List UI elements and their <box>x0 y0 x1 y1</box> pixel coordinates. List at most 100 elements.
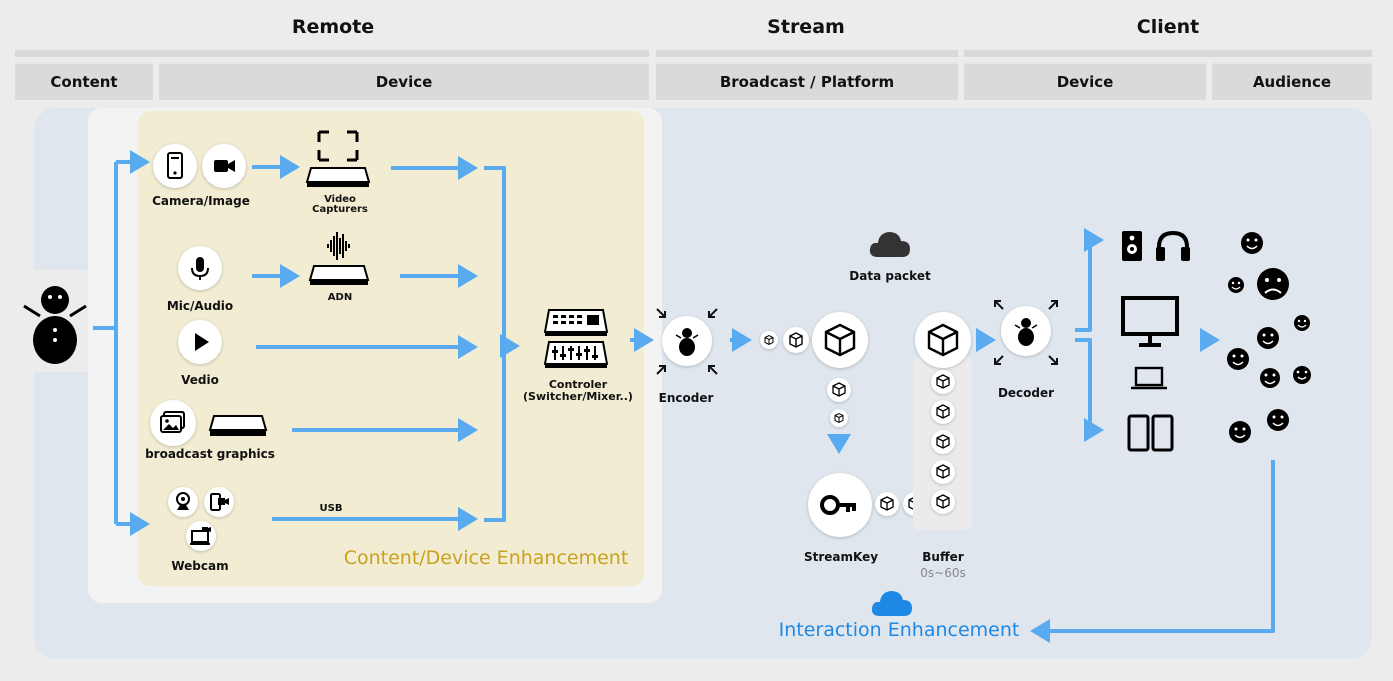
controller-switcher-icon <box>543 309 609 368</box>
streamkey-label: StreamKey <box>803 550 879 564</box>
snowman-encoder-icon <box>675 328 699 356</box>
webcam-circle-3 <box>186 521 216 551</box>
section-bar-client <box>964 50 1372 57</box>
box-icon <box>936 464 950 479</box>
smiley-face-icon <box>1260 368 1280 388</box>
broadcast-graphics-label: broadcast graphics <box>145 447 275 461</box>
snowman-decoder-icon <box>1014 318 1038 346</box>
graphics-circle <box>150 400 196 446</box>
mic-circle <box>178 246 222 290</box>
column-header-content: Content <box>15 62 153 100</box>
column-header-broadcast: Broadcast / Platform <box>656 62 958 100</box>
webcam-circle-1 <box>168 487 198 517</box>
box-icon <box>936 404 950 419</box>
buffer-packet-5 <box>931 490 955 514</box>
smiley-face-icon <box>1227 348 1249 370</box>
box-icon <box>936 434 950 449</box>
smiley-face-icon <box>1267 409 1289 431</box>
encoder-circle <box>662 316 712 366</box>
controller-label-line2: (Switcher/Mixer..) <box>523 390 633 403</box>
data-packet-label: Data packet <box>849 269 931 283</box>
encoder-arrows <box>656 308 718 375</box>
box-icon <box>880 496 894 511</box>
webcam-circle-2 <box>204 487 234 517</box>
video-camera-icon <box>214 160 235 172</box>
section-title-remote: Remote <box>291 16 375 38</box>
audience-faces <box>1227 232 1311 443</box>
video-play-circle <box>178 320 222 364</box>
video-capturer-label-line1: Video <box>324 194 356 205</box>
buffer-packet-4 <box>931 460 955 484</box>
mic-audio-label: Mic/Audio <box>166 299 234 313</box>
smiley-face-icon <box>1294 315 1310 331</box>
buffer-range-label: 0s~60s <box>920 566 966 580</box>
webcam-icon <box>176 492 190 510</box>
smiley-face-icon <box>1228 277 1244 293</box>
camera-device-circle <box>153 144 197 188</box>
buffer-packet-2 <box>931 400 955 424</box>
package-icon <box>824 323 856 357</box>
column-header-device-client: Device <box>964 62 1206 100</box>
cloud-icon <box>869 232 910 257</box>
packet-down-1 <box>827 378 851 402</box>
packet-key-1 <box>875 492 899 516</box>
section-title-client: Client <box>1136 16 1200 38</box>
box-icon <box>832 382 846 397</box>
box-icon <box>764 334 774 346</box>
streamkey-circle <box>808 473 872 537</box>
headphones-icon <box>1156 230 1190 261</box>
image-gallery-icon <box>160 411 185 433</box>
smiley-face-icon <box>1241 232 1263 254</box>
section-title-stream: Stream <box>767 16 845 38</box>
phone-icon <box>167 152 183 179</box>
packet-down-2 <box>830 409 848 427</box>
box-icon <box>834 412 844 424</box>
buffer-packet-1 <box>931 370 955 394</box>
sad-face-icon <box>1257 268 1289 300</box>
content-enhancement-label: Content/Device Enhancement <box>343 547 629 569</box>
camera-image-label: Camera/Image <box>152 194 250 208</box>
snowman-content-icon <box>23 286 87 364</box>
packet-large-main <box>812 312 868 368</box>
laptop-icon <box>1131 366 1167 390</box>
play-icon <box>195 333 209 351</box>
graphics-device-icon <box>208 415 268 436</box>
usb-label: USB <box>319 503 343 514</box>
tablets-icon <box>1127 414 1174 452</box>
smiley-face-icon <box>1293 366 1311 384</box>
buffer-label: Buffer <box>922 550 964 564</box>
column-header-device-remote: Device <box>159 62 649 100</box>
packet-small-1 <box>760 331 778 349</box>
key-icon <box>820 495 856 515</box>
adn-audio-icon <box>308 232 370 285</box>
decoder-label: Decoder <box>997 386 1055 400</box>
buffer-packet-3 <box>931 430 955 454</box>
box-icon <box>789 332 803 348</box>
section-bar-remote <box>15 50 649 57</box>
package-icon <box>927 323 959 357</box>
encoder-label: Encoder <box>658 391 714 405</box>
microphone-icon <box>191 257 209 280</box>
smiley-face-icon <box>1257 327 1279 349</box>
column-header-audience: Audience <box>1212 62 1372 100</box>
laptop-camera-icon <box>190 527 211 545</box>
interaction-enhancement-label: Interaction Enhancement <box>778 619 1020 641</box>
webcam-label: Webcam <box>171 559 229 573</box>
adn-label: ADN <box>327 292 353 303</box>
speaker-icon <box>1122 231 1142 261</box>
buffer-top-package <box>915 312 971 368</box>
decoder-circle <box>1001 306 1051 356</box>
video-label: Vedio <box>181 373 219 387</box>
video-camera-circle <box>202 144 246 188</box>
interaction-cloud-icon <box>871 591 912 616</box>
smiley-face-icon <box>1229 421 1251 443</box>
monitor-icon <box>1121 296 1179 347</box>
section-bar-stream <box>656 50 958 57</box>
phone-video-icon <box>210 493 229 511</box>
box-icon <box>936 374 950 389</box>
controller-label-line1: Controler <box>548 378 608 391</box>
decoder-arrows <box>994 300 1058 365</box>
packet-small-2 <box>783 327 809 353</box>
video-capturer-label-line2: Capturers <box>312 204 368 215</box>
